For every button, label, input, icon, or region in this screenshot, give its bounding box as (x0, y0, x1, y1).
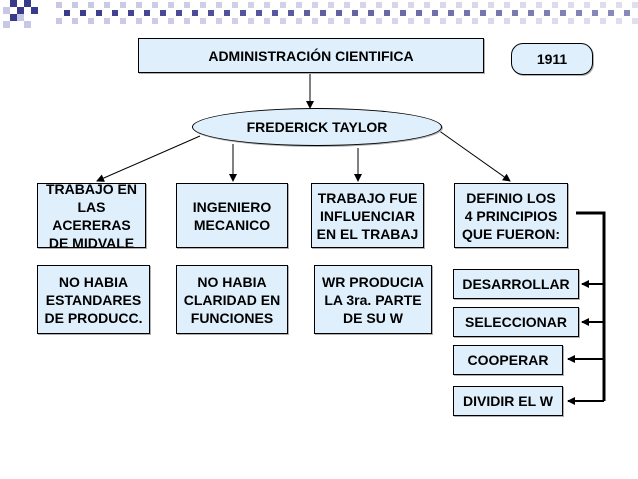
header-decoration (3, 0, 638, 28)
year-badge: 1911 (511, 43, 593, 75)
column-2-top: INGENIERO MECANICO (176, 183, 288, 248)
column-1-bottom: NO HABIA ESTANDARES DE PRODUCC. (37, 265, 150, 334)
principle-dividir: DIVIDIR EL W (453, 386, 563, 416)
column-4-top: DEFINIO LOS 4 PRINCIPIOS QUE FUERON: (454, 183, 568, 248)
principle-desarrollar: DESARROLLAR (453, 269, 579, 299)
column-1-top: TRABAJO EN LAS ACERERAS DE MIDVALE (37, 181, 146, 251)
principle-seleccionar: SELECCIONAR (453, 307, 579, 337)
column-3-top: TRABAJO FUE INFLUENCIAR EN EL TRABAJ (311, 183, 424, 248)
column-3-bottom: WR PRODUCIA LA 3ra. PARTE DE SU W (314, 265, 432, 334)
title-box: ADMINISTRACIÓN CIENTIFICA (138, 38, 484, 73)
principle-cooperar: COOPERAR (453, 345, 563, 375)
column-2-bottom: NO HABIA CLARIDAD EN FUNCIONES (176, 265, 288, 334)
center-node: FREDERICK TAYLOR (192, 108, 442, 146)
